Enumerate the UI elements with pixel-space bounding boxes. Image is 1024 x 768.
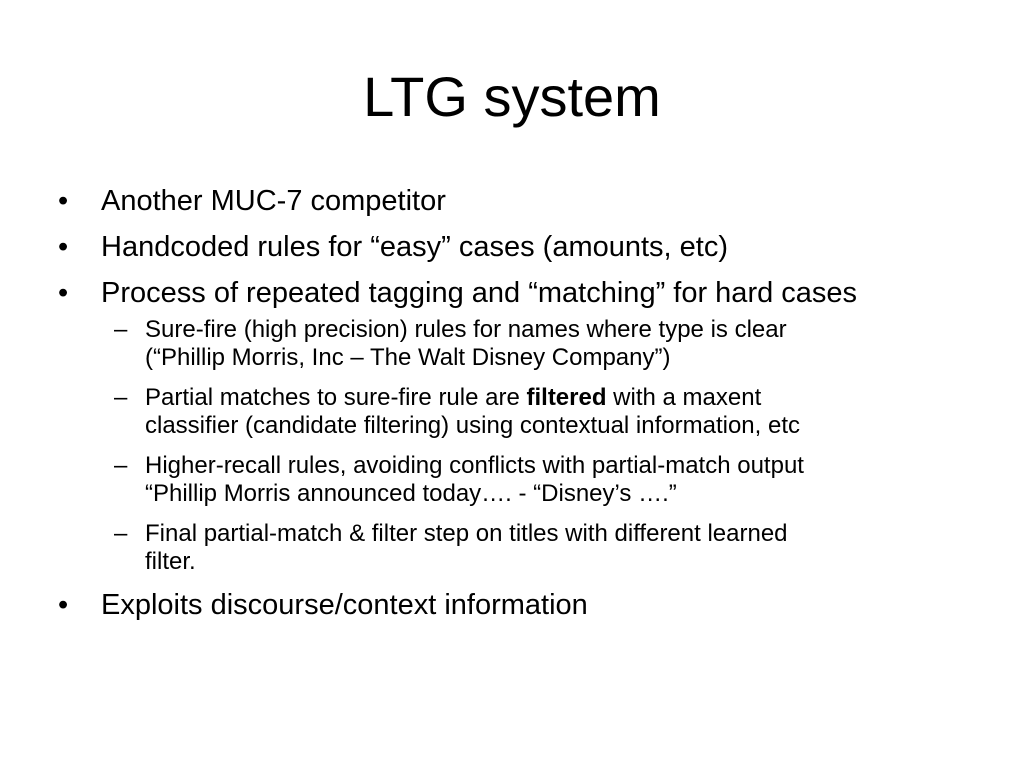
sub-bullet-line: classifier (candidate filtering) using c…: [145, 412, 800, 439]
sub-bullet-line: Partial matches to sure-fire rule are fi…: [145, 384, 944, 412]
sub-bullet-text: Partial matches to sure-fire rule are: [145, 384, 527, 411]
bullet-marker: •: [58, 185, 69, 217]
bullet-text: Another MUC-7 competitor: [101, 185, 446, 217]
bullet-list: • Another MUC-7 competitor • Handcoded r…: [0, 184, 1024, 634]
bullet-text: Exploits discourse/context information: [101, 589, 588, 621]
sub-bullet-line: Sure-fire (high precision) rules for nam…: [145, 316, 787, 343]
sub-bullet-line: Higher-recall rules, avoiding conflicts …: [145, 452, 804, 479]
sub-bullet-item: – Partial matches to sure-fire rule are …: [114, 384, 964, 440]
sub-bullet-line: Final partial-match & filter step on tit…: [145, 520, 788, 547]
sub-bullet-line: (“Phillip Morris, Inc – The Walt Disney …: [145, 344, 671, 371]
dash-marker: –: [114, 384, 128, 411]
bullet-marker: •: [58, 589, 69, 621]
bullet-item: • Another MUC-7 competitor: [0, 184, 1024, 218]
sub-bullet-text: with a maxent: [606, 384, 762, 411]
sub-bullet-item: – Sure-fire (high precision) rules for n…: [114, 316, 964, 372]
bullet-item: • Process of repeated tagging and “match…: [0, 276, 1024, 576]
dash-marker: –: [114, 452, 128, 479]
bullet-item: • Exploits discourse/context information: [0, 588, 1024, 622]
bullet-item: • Handcoded rules for “easy” cases (amou…: [0, 230, 1024, 264]
dash-marker: –: [114, 316, 128, 343]
bullet-marker: •: [58, 277, 69, 309]
sub-bullet-item: – Higher-recall rules, avoiding conflict…: [114, 452, 964, 508]
emphasis-text: filtered: [526, 384, 607, 411]
bullet-text: Process of repeated tagging and “matchin…: [101, 277, 858, 309]
bullet-marker: •: [58, 231, 69, 263]
sub-bullet-list: – Sure-fire (high precision) rules for n…: [101, 316, 964, 576]
bullet-text: Handcoded rules for “easy” cases (amount…: [101, 231, 728, 263]
dash-marker: –: [114, 520, 128, 547]
sub-bullet-line: “Phillip Morris announced today…. - “Dis…: [145, 480, 677, 507]
slide-title: LTG system: [363, 65, 661, 128]
sub-bullet-line: filter.: [145, 548, 196, 575]
sub-bullet-item: – Final partial-match & filter step on t…: [114, 520, 964, 576]
